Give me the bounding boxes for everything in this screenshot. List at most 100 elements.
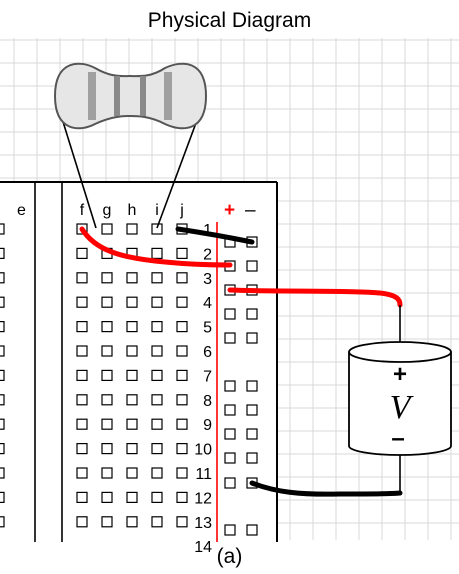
black-wire-jumper <box>175 226 255 245</box>
breadboard-hole <box>126 272 138 284</box>
breadboard-hole <box>151 394 163 406</box>
breadboard-hole <box>0 296 5 308</box>
breadboard-hole <box>176 345 188 357</box>
breadboard-hole <box>0 247 5 259</box>
breadboard-hole <box>151 491 163 503</box>
breadboard-hole <box>101 223 113 235</box>
edge-column-letter: e <box>17 202 26 219</box>
breadboard-hole <box>76 394 88 406</box>
breadboard-hole <box>176 516 188 528</box>
breadboard-hole <box>126 223 138 235</box>
voltage-source: + V – <box>348 341 452 456</box>
rail-hole <box>246 332 258 344</box>
red-wire-rail-to-source <box>227 287 403 308</box>
rail-hole <box>224 477 236 489</box>
breadboard-hole <box>76 443 88 455</box>
breadboard-hole <box>0 223 5 235</box>
rail-hole <box>246 404 258 416</box>
breadboard-hole <box>0 418 5 430</box>
rail-hole <box>246 524 258 536</box>
breadboard-hole <box>101 467 113 479</box>
breadboard-hole <box>76 418 88 430</box>
red-wire-resistor-to-rail <box>79 226 233 268</box>
source-cylinder-top <box>348 341 452 363</box>
breadboard-hole <box>0 369 5 381</box>
row-number: 1 <box>203 222 212 239</box>
breadboard-hole <box>176 247 188 259</box>
breadboard-hole <box>176 467 188 479</box>
breadboard-hole <box>0 394 5 406</box>
breadboard-hole <box>176 296 188 308</box>
rail-hole <box>246 260 258 272</box>
breadboard-hole <box>176 394 188 406</box>
row-number: 12 <box>194 490 212 507</box>
breadboard-hole <box>126 369 138 381</box>
source-cylinder-body <box>348 352 452 456</box>
row-number: 9 <box>203 417 212 434</box>
resistor-band-4 <box>164 72 172 120</box>
breadboard-hole <box>101 491 113 503</box>
breadboard-hole <box>176 272 188 284</box>
black-wire-rail-to-source <box>249 480 403 497</box>
breadboard-hole <box>76 296 88 308</box>
source-plus-sign: + <box>393 361 407 388</box>
breadboard-hole <box>0 321 5 333</box>
breadboard-hole <box>126 516 138 528</box>
diagram-title: Physical Diagram <box>147 9 312 32</box>
breadboard-hole <box>76 491 88 503</box>
breadboard-hole <box>76 516 88 528</box>
breadboard-hole <box>101 394 113 406</box>
breadboard-hole <box>176 491 188 503</box>
figure-caption: (a) <box>216 545 243 568</box>
source-minus-sign: – <box>391 425 404 452</box>
rail-hole <box>224 524 236 536</box>
breadboard-hole <box>0 272 5 284</box>
row-number: 14 <box>194 539 212 556</box>
breadboard-hole <box>0 516 5 528</box>
breadboard-hole <box>126 394 138 406</box>
row-number: 2 <box>203 246 212 263</box>
rail-plus-label: + <box>224 200 235 221</box>
breadboard-hole <box>126 467 138 479</box>
rail-hole <box>224 332 236 344</box>
row-number: 7 <box>203 368 212 385</box>
breadboard-hole <box>126 321 138 333</box>
wires <box>79 226 403 497</box>
breadboard-hole <box>151 223 163 235</box>
breadboard-hole <box>76 467 88 479</box>
rail-hole <box>224 428 236 440</box>
breadboard-hole <box>126 296 138 308</box>
row-number: 11 <box>195 466 212 483</box>
column-letter-f: f <box>80 202 85 219</box>
breadboard-hole <box>151 296 163 308</box>
breadboard-hole <box>101 418 113 430</box>
breadboard-hole <box>76 272 88 284</box>
row-number: 6 <box>203 344 212 361</box>
column-letter-i: i <box>155 202 159 219</box>
row-number: 13 <box>194 515 212 532</box>
rail-hole <box>246 380 258 392</box>
rail-hole <box>224 308 236 320</box>
breadboard-hole <box>151 418 163 430</box>
resistor-band-2 <box>114 76 120 116</box>
breadboard-hole <box>151 272 163 284</box>
breadboard-hole <box>126 418 138 430</box>
rail-hole <box>246 308 258 320</box>
rail-hole <box>246 452 258 464</box>
breadboard-hole <box>76 369 88 381</box>
rail-hole <box>224 452 236 464</box>
resistor-body <box>53 62 208 130</box>
breadboard-hole <box>101 296 113 308</box>
breadboard-hole <box>101 443 113 455</box>
breadboard-hole <box>126 345 138 357</box>
breadboard-hole <box>101 345 113 357</box>
row-number: 3 <box>203 271 212 288</box>
row-number: 8 <box>203 393 212 410</box>
breadboard-hole <box>0 345 5 357</box>
breadboard-hole <box>126 443 138 455</box>
breadboard-hole <box>151 247 163 259</box>
breadboard-hole <box>176 321 188 333</box>
